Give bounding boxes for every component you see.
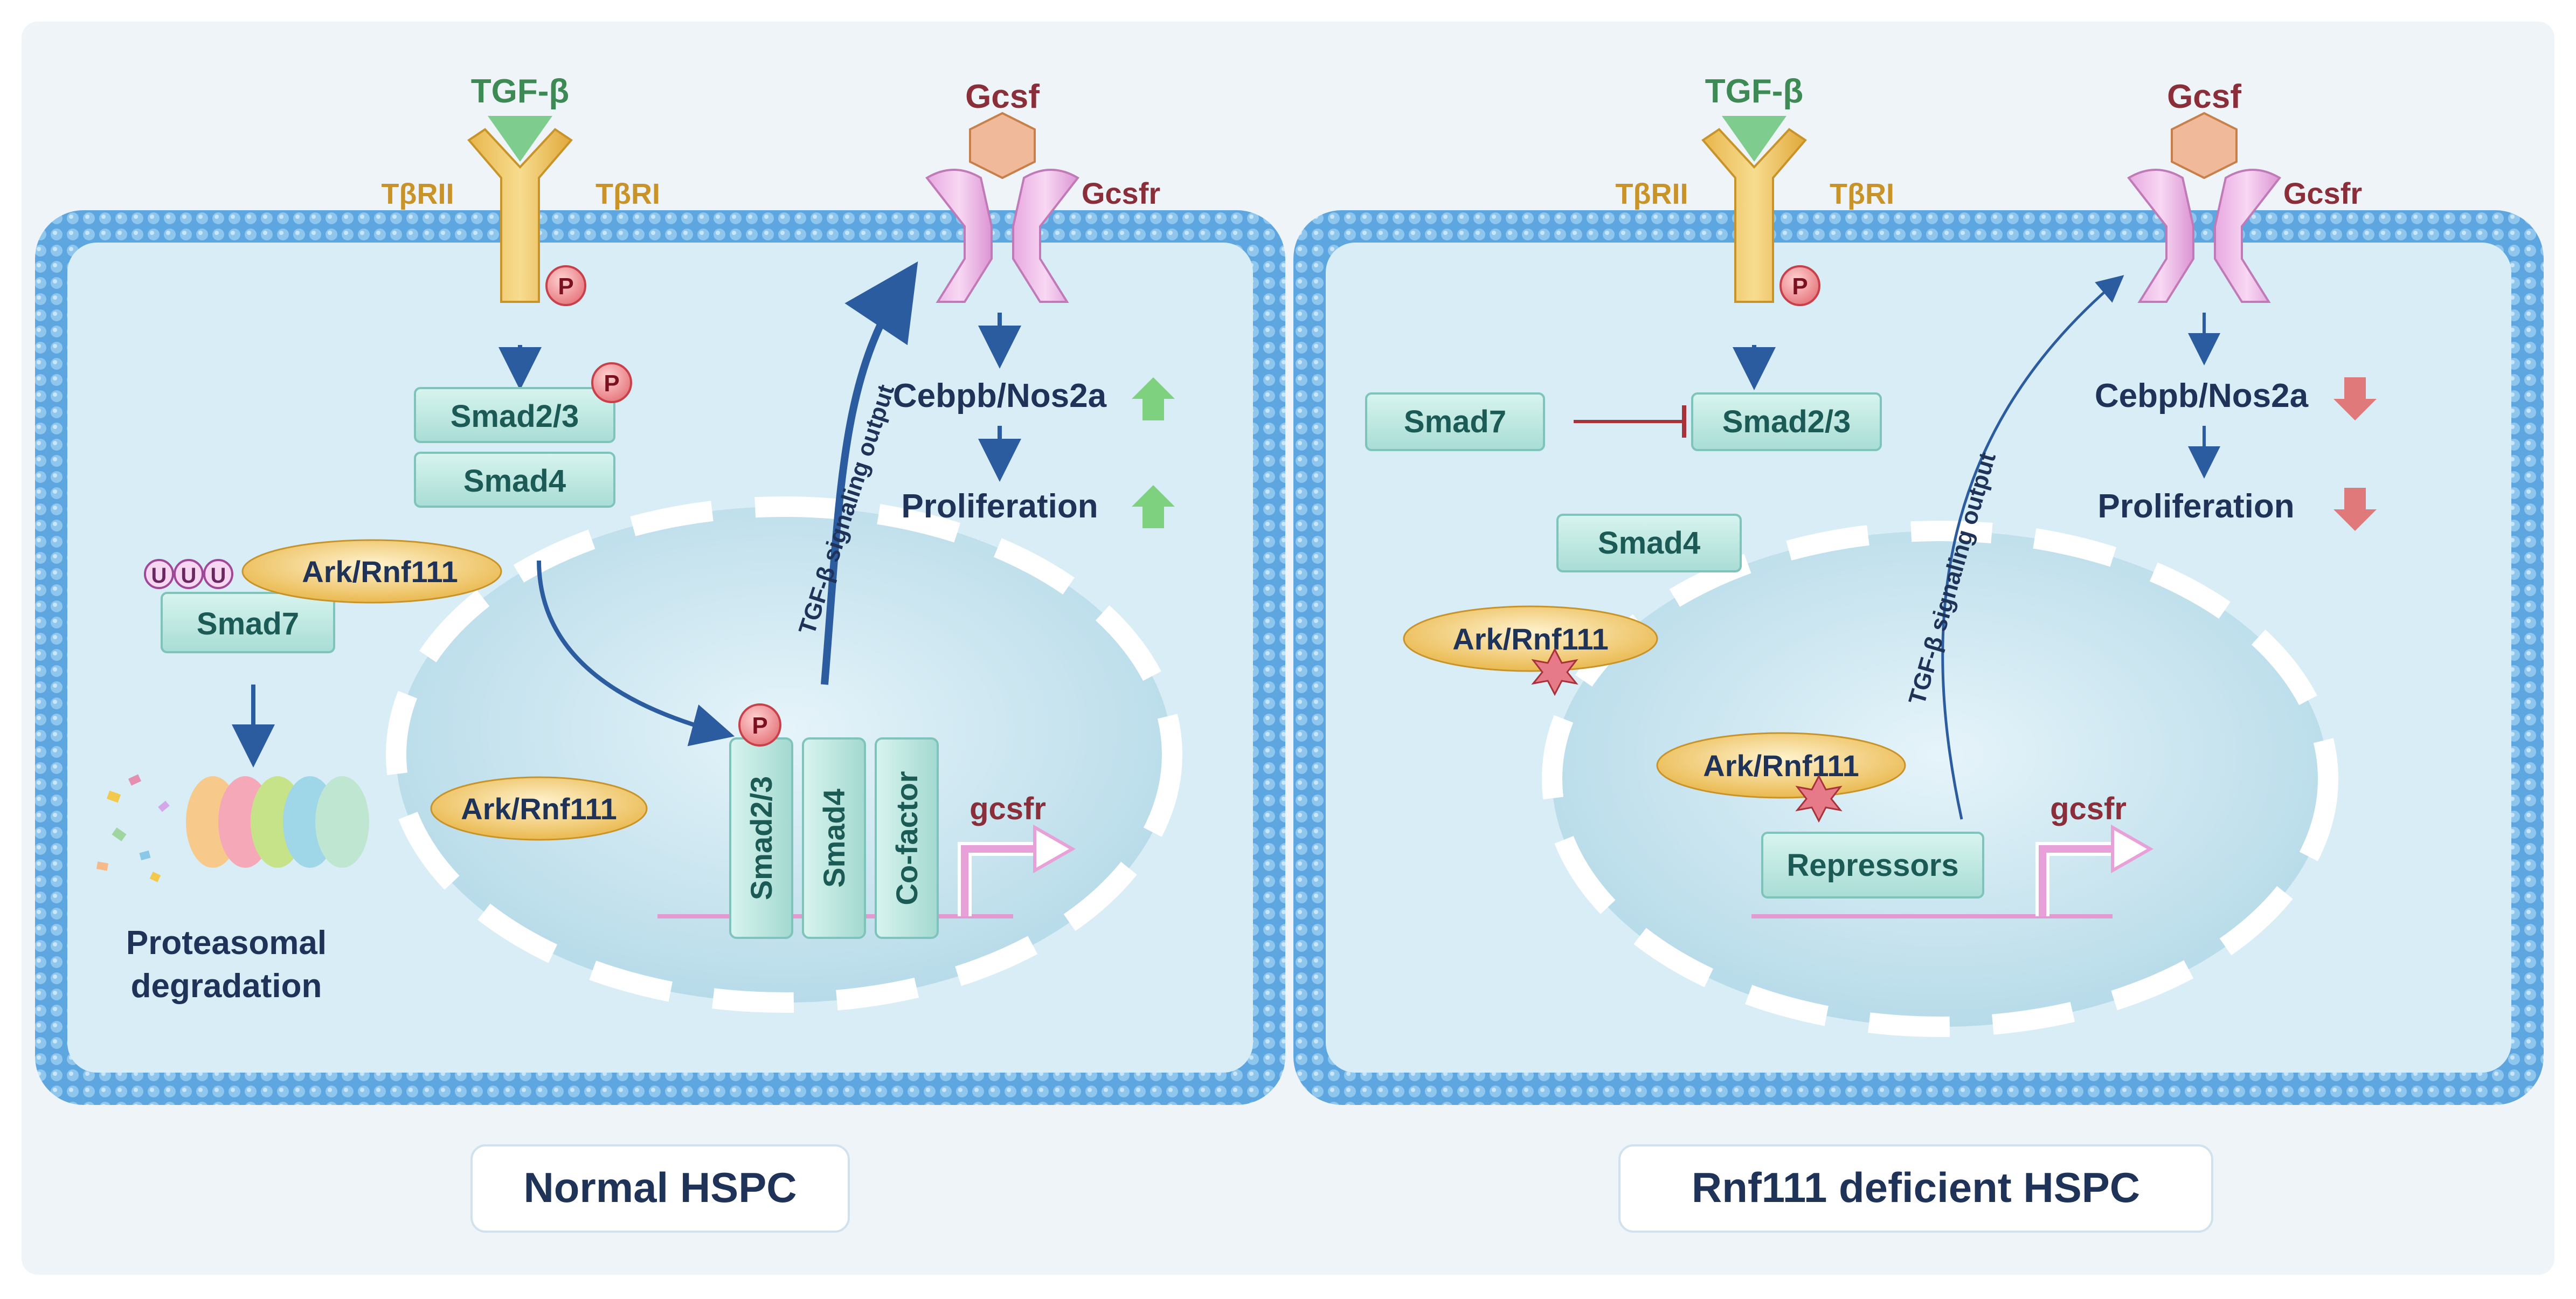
nuclear-ark-label: Ark/Rnf111 (1703, 749, 1859, 783)
caption-box (1618, 1144, 2213, 1233)
phospho-label: P (604, 370, 619, 397)
tgfb-ligand-icon (488, 116, 552, 162)
down-arrow-icon (2333, 377, 2377, 420)
panel-rnf111-deficient: P TGF-β TβRII TβRI Gcsf Gcsfr Smad7 Smad… (1293, 73, 2544, 1233)
cebpb-label: Cebpb/Nos2a (893, 377, 1107, 414)
ark-rnf111-oval (241, 539, 502, 604)
tgfb-receptor: P (467, 116, 586, 306)
phospho-label: P (752, 713, 767, 739)
cebpb-label: Cebpb/Nos2a (2095, 377, 2309, 414)
gcsfr-gene-label: gcsfr (970, 791, 1046, 826)
gcsf-receptor (2127, 112, 2281, 303)
repressors-label: Repressors (1786, 848, 1958, 883)
smad23-label: Smad2/3 (451, 399, 579, 434)
tbrii-label: TβRII (1616, 178, 1688, 210)
phosphate-badge (545, 265, 586, 306)
down-arrow-icon (2333, 488, 2377, 531)
phospho-label: P (558, 273, 573, 300)
smad4-vertical-box: Smad4 (802, 737, 866, 939)
ark-rnf111-label: Ark/Rnf111 (302, 555, 458, 589)
degradation-label: degradation (131, 968, 322, 1005)
tbri-label: TβRI (1830, 178, 1894, 210)
nuclear-ark-oval (1656, 732, 1906, 799)
ark-rnf111-oval (1403, 605, 1658, 672)
gcsf-ligand-icon (2171, 112, 2238, 179)
promoter-arrowhead (1033, 824, 1076, 874)
smad4-label: Smad4 (1598, 526, 1700, 561)
proliferation-label: Proliferation (901, 488, 1098, 525)
repressors-box (1761, 832, 1984, 899)
tbri-label: TβRI (595, 178, 660, 210)
smad23-vertical-label: Smad2/3 (744, 776, 778, 900)
nuclear-ark-oval (430, 776, 648, 841)
caption-deficient: Rnf111 deficient HSPC (1692, 1164, 2140, 1211)
mutation-star-icon (1795, 774, 1843, 823)
caption-box (470, 1144, 850, 1233)
smad7-box (1365, 392, 1545, 451)
proliferation-label: Proliferation (2097, 488, 2294, 525)
tgfb-receptor: P (1701, 116, 1820, 306)
up-arrow-icon (1132, 485, 1175, 528)
smad7-label: Smad7 (197, 606, 299, 641)
proteasomal-label: Proteasomal (126, 924, 327, 962)
gcsf-receptor (925, 112, 1079, 303)
signaling-output-arrow (1941, 275, 2124, 820)
gcsf-ligand-icon (969, 112, 1036, 179)
ubiquitin-badge (203, 559, 233, 589)
smad4-box (414, 452, 615, 508)
nuclear-ark-label: Ark/Rnf111 (461, 792, 617, 826)
smad7-box (161, 592, 335, 653)
smad4-vertical-label: Smad4 (817, 789, 851, 888)
tgfb-label: TGF-β (1705, 73, 1803, 110)
signaling-output-arrow (821, 261, 918, 685)
smad23-vertical-box: Smad2/3 (729, 737, 793, 939)
ubiquitin-badge (174, 559, 204, 589)
ubiquitin-label: U (211, 564, 226, 588)
tgfb-label: TGF-β (471, 73, 569, 110)
gcsf-label: Gcsf (2167, 78, 2241, 115)
phosphate-badge (738, 703, 781, 747)
cofactor-label: Co-factor (890, 771, 924, 906)
cofactor-box: Co-factor (875, 737, 939, 939)
promoter-arrow (2039, 845, 2118, 916)
promoter-arrow (961, 845, 1040, 916)
smad23-box (414, 387, 615, 443)
mutation-star-icon (1531, 647, 1578, 696)
smad-nuclear-import-arrow (537, 560, 735, 747)
ubiquitin-label: U (181, 564, 197, 588)
gcsfr-label: Gcsfr (1082, 176, 1160, 210)
proteasome-icon (96, 774, 369, 882)
promoter-arrowhead (2111, 824, 2154, 874)
panel-normal: P TGF-β TβRII TβRI Gcsf Gcsfr Smad2/3 P … (35, 73, 1285, 1233)
nucleus (1542, 521, 2338, 1037)
smad23-box (1691, 392, 1882, 451)
phosphate-badge (591, 362, 632, 403)
phosphate-badge (1779, 265, 1820, 306)
gcsf-label: Gcsf (965, 78, 1040, 115)
smad7-label: Smad7 (1404, 404, 1506, 439)
smad4-box (1556, 514, 1742, 572)
ubiquitin-badge (144, 559, 174, 589)
tgfb-ligand-icon (1722, 116, 1786, 162)
gcsfr-gene-label: gcsfr (2050, 791, 2127, 826)
up-arrow-icon (1132, 377, 1175, 420)
tbrii-label: TβRII (382, 178, 454, 210)
smad4-label: Smad4 (463, 464, 566, 499)
ubiquitin-label: U (151, 564, 167, 588)
ark-rnf111-label: Ark/Rnf111 (1452, 622, 1609, 656)
gcsfr-label: Gcsfr (2283, 176, 2362, 210)
phospho-label: P (1792, 273, 1808, 300)
smad23-label: Smad2/3 (1722, 404, 1851, 439)
caption-normal: Normal HSPC (523, 1164, 797, 1211)
